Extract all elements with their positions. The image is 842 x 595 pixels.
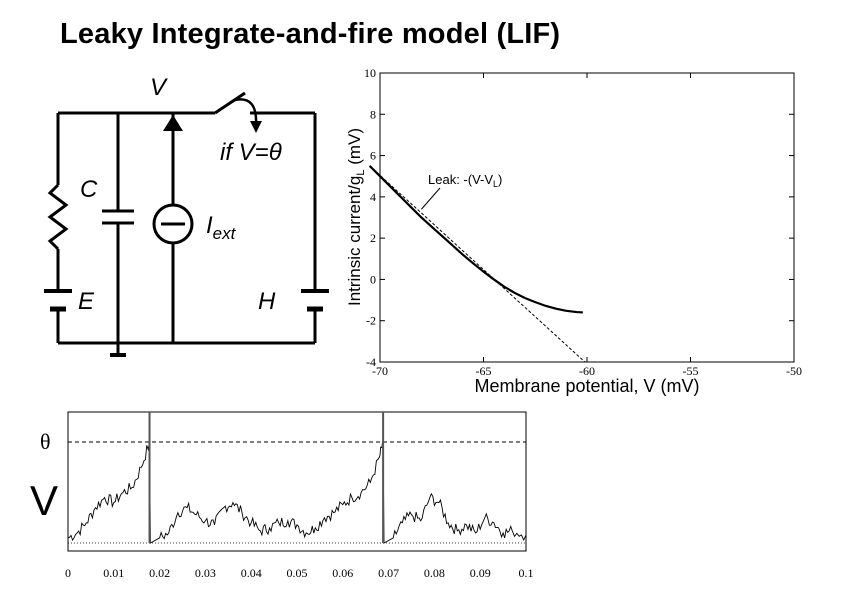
voltage-trace-line xyxy=(67,441,527,544)
switch-condition-label: if V=θ xyxy=(220,139,282,166)
lif-circuit-diagram: V if V=θ C Iext E H xyxy=(44,74,329,357)
trace-xtick-label: 0 xyxy=(65,566,71,580)
iv-intrinsic-curve xyxy=(368,165,583,314)
switch-curve-arrow-head xyxy=(250,121,262,133)
voltage-label: V xyxy=(150,74,168,101)
iv-xtick-label: -50 xyxy=(786,364,802,378)
iv-ytick-label: 8 xyxy=(370,107,376,121)
iv-ytick-label: -2 xyxy=(366,314,376,328)
trace-xtick-label: 0.02 xyxy=(149,566,170,580)
iv-annotation-arrow xyxy=(421,187,441,210)
trace-xtick-label: 0.01 xyxy=(103,566,124,580)
current-source-circle xyxy=(152,203,194,245)
current-arrow-head xyxy=(163,115,183,131)
trace-plot-frame xyxy=(67,411,527,552)
iv-xtick-label: -55 xyxy=(683,364,699,378)
iv-xtick-label: -70 xyxy=(372,364,388,378)
trace-xtick-label: 0.03 xyxy=(195,566,216,580)
switch-arm xyxy=(214,91,246,115)
trace-series-group xyxy=(67,412,527,544)
iv-annotation: Leak: -(V-VL) xyxy=(428,172,502,189)
iv-ytick-label: 0 xyxy=(370,272,376,286)
trace-xtick-label: 0.08 xyxy=(424,566,445,580)
iv-leak-line xyxy=(369,165,586,363)
threshold-label: θ xyxy=(40,429,51,454)
trace-xtick-label: 0.06 xyxy=(332,566,353,580)
iv-series-group xyxy=(368,165,586,363)
iv-ytick-label: -4 xyxy=(366,355,376,369)
trace-ticks: 0 0.01 0.02 0.03 0.04 0.05 0.06 0.07 0.08 0.09 0.1 xyxy=(65,566,534,580)
trace-xtick-label: 0.09 xyxy=(470,566,491,580)
iv-xtick-label: -60 xyxy=(579,364,595,378)
iv-ytick-label: 4 xyxy=(370,190,376,204)
leak-battery-label: E xyxy=(78,288,95,315)
iv-ytick-label: 10 xyxy=(364,66,376,80)
iv-ticks: -70 -65 -60 -55 -50 -4 -2 0 2 4 6 8 10 xyxy=(364,66,802,378)
slide-title: Leaky Integrate-and-fire model (LIF) xyxy=(60,18,561,50)
iv-ytick-label: 6 xyxy=(370,149,376,163)
trace-xtick-label: 0.04 xyxy=(241,566,262,580)
trace-xtick-label: 0.1 xyxy=(519,566,534,580)
iv-ytick-label: 2 xyxy=(370,231,376,245)
iv-ylabel: Intrinsic current/gL (mV) xyxy=(345,128,367,306)
trace-xtick-label: 0.07 xyxy=(378,566,399,580)
iv-plot-frame xyxy=(379,72,795,363)
iv-xtick-label: -65 xyxy=(476,364,492,378)
current-label: Iext xyxy=(206,212,237,243)
trace-ylabel: V xyxy=(30,477,58,524)
capacitor-label: C xyxy=(80,176,98,203)
resistor-zigzag xyxy=(47,183,69,251)
iv-xlabel: Membrane potential, V (mV) xyxy=(474,376,699,396)
voltage-trace-chart: 0 0.01 0.02 0.03 0.04 0.05 0.06 0.07 0.08 0.09 0.1… xyxy=(30,411,534,580)
reset-battery-label: H xyxy=(258,288,276,315)
trace-xtick-label: 0.05 xyxy=(287,566,308,580)
intrinsic-current-chart: -70 -65 -60 -55 -50 -4 -2 0 2 4 6 8 10 Membrane pote… xyxy=(345,66,802,396)
